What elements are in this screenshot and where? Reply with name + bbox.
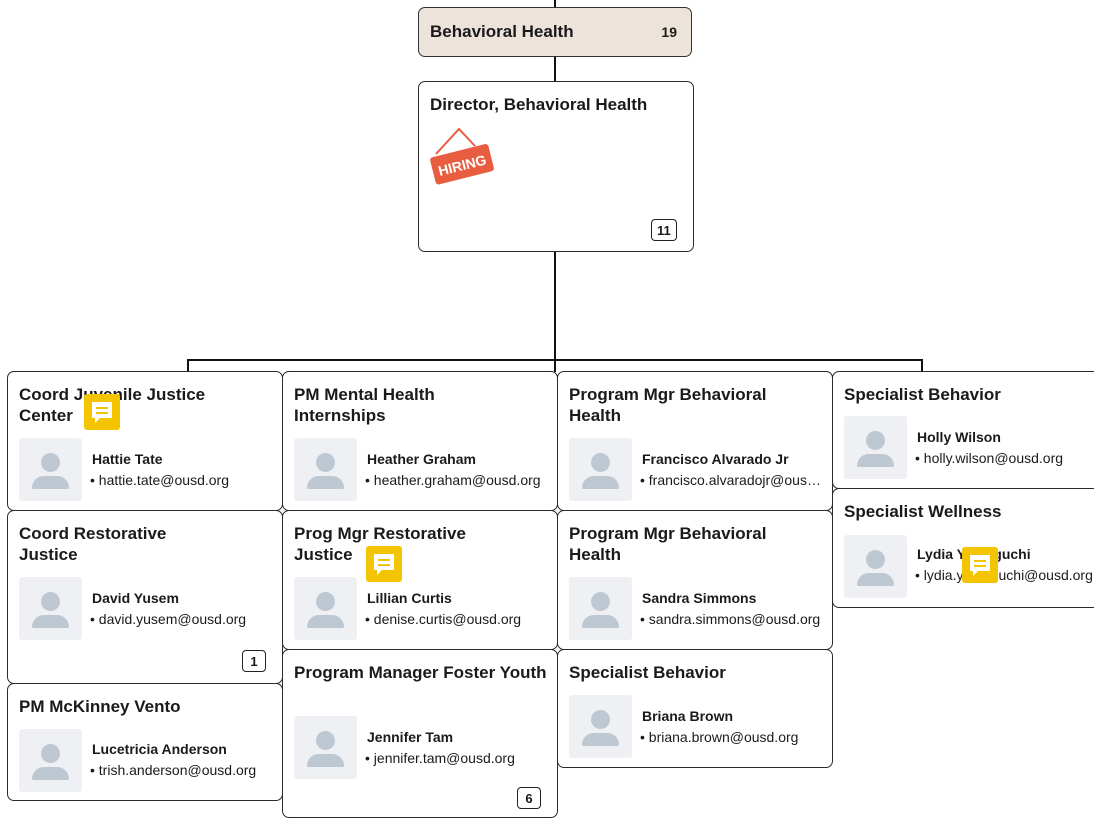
- person-email: • denise.curtis@ousd.org: [365, 611, 522, 627]
- avatar-placeholder-icon: [844, 416, 907, 479]
- comment-icon[interactable]: [366, 546, 402, 582]
- department-header[interactable]: Behavioral Health 19: [418, 7, 692, 57]
- card-coord-restorative-justice[interactable]: Coord Restorative Justice David Yusem • …: [7, 510, 283, 684]
- connector-drop-col1: [187, 359, 189, 372]
- card-program-mgr-behavioral-health-1[interactable]: Program Mgr Behavioral Health Francisco …: [557, 371, 833, 511]
- position-title: Coord Juvenile Justice Center: [19, 385, 206, 425]
- person-email: • francisco.alvaradojr@ousd.org: [640, 472, 826, 488]
- person-name: Francisco Alvarado Jr: [642, 451, 789, 467]
- person-name: Lydia Yamaguchi: [917, 546, 1031, 562]
- reports-count-badge[interactable]: 6: [517, 787, 541, 809]
- position-title: Director, Behavioral Health: [430, 95, 648, 114]
- position-title: Program Mgr Behavioral Health: [569, 524, 767, 564]
- person-name: Heather Graham: [367, 451, 476, 467]
- position-title: PM McKinney Vento: [19, 697, 181, 716]
- person-name: Hattie Tate: [92, 451, 163, 467]
- position-title: Program Mgr Behavioral Health: [569, 385, 767, 425]
- person-name: Sandra Simmons: [642, 590, 757, 606]
- connector-top: [554, 0, 556, 8]
- position-title: Specialist Wellness: [844, 502, 1002, 521]
- person-email: • trish.anderson@ousd.org: [90, 762, 257, 778]
- card-specialist-behavior-1[interactable]: Specialist Behavior Briana Brown • brian…: [557, 649, 833, 768]
- avatar-placeholder-icon: [294, 716, 357, 779]
- connector-drop-col3: [921, 359, 923, 372]
- person-email: • jennifer.tam@ousd.org: [365, 750, 515, 766]
- position-title: Program Manager Foster Youth: [294, 663, 547, 682]
- card-program-manager-foster-youth[interactable]: Program Manager Foster Youth Jennifer Ta…: [282, 649, 558, 818]
- position-title: Specialist Behavior: [844, 385, 1001, 404]
- avatar-placeholder-icon: [569, 577, 632, 640]
- person-email: • hattie.tate@ousd.org: [90, 472, 229, 488]
- person-email: • sandra.simmons@ousd.org: [640, 611, 821, 627]
- position-title: Prog Mgr Restorative Justice: [294, 524, 466, 564]
- card-specialist-behavior-2[interactable]: Specialist Behavior Holly Wilson • holly…: [832, 371, 1094, 489]
- avatar-placeholder-icon: [19, 577, 82, 640]
- person-name: Lucetricia Anderson: [92, 741, 227, 757]
- avatar-placeholder-icon: [569, 438, 632, 501]
- card-prog-mgr-restorative-justice[interactable]: Prog Mgr Restorative Justice Lillian Cur…: [282, 510, 558, 650]
- position-title: PM Mental Health Internships: [294, 385, 435, 425]
- department-name: Behavioral Health: [430, 22, 574, 41]
- card-pm-mckinney-vento[interactable]: PM McKinney Vento Lucetricia Anderson • …: [7, 683, 283, 801]
- connector-dept-director: [554, 57, 556, 82]
- avatar-placeholder-icon: [294, 438, 357, 501]
- card-coord-juvenile-justice[interactable]: Coord Juvenile Justice Center Hattie Tat…: [7, 371, 283, 511]
- person-name: Holly Wilson: [917, 429, 1001, 445]
- person-name: David Yusem: [92, 590, 179, 606]
- person-email: • david.yusem@ousd.org: [90, 611, 247, 627]
- comment-icon[interactable]: [962, 547, 998, 583]
- position-title: Coord Restorative Justice: [19, 524, 167, 564]
- avatar-placeholder-icon: [294, 577, 357, 640]
- avatar-placeholder-icon: [569, 695, 632, 758]
- card-pm-mental-health-internships[interactable]: PM Mental Health Internships Heather Gra…: [282, 371, 558, 511]
- person-email: • lydia.yamaguchi@ousd.org: [915, 567, 1093, 583]
- avatar-placeholder-icon: [844, 535, 907, 598]
- avatar-placeholder-icon: [19, 729, 82, 792]
- person-name: Jennifer Tam: [367, 729, 454, 745]
- comment-icon[interactable]: [84, 394, 120, 430]
- department-count: 19: [661, 24, 677, 40]
- person-email: • briana.brown@ousd.org: [640, 729, 799, 745]
- card-program-mgr-behavioral-health-2[interactable]: Program Mgr Behavioral Health Sandra Sim…: [557, 510, 833, 650]
- person-email: • holly.wilson@ousd.org: [915, 450, 1064, 466]
- person-name: Briana Brown: [642, 708, 734, 724]
- connector-director-down: [554, 251, 556, 361]
- person-email: • heather.graham@ousd.org: [365, 472, 541, 488]
- hiring-sign-icon: HIRING: [430, 127, 494, 185]
- reports-count-badge[interactable]: 11: [651, 219, 677, 241]
- position-title: Specialist Behavior: [569, 663, 726, 682]
- person-name: Lillian Curtis: [367, 590, 452, 606]
- reports-count-badge[interactable]: 1: [242, 650, 266, 672]
- avatar-placeholder-icon: [19, 438, 82, 501]
- connector-drop-col2: [554, 359, 556, 372]
